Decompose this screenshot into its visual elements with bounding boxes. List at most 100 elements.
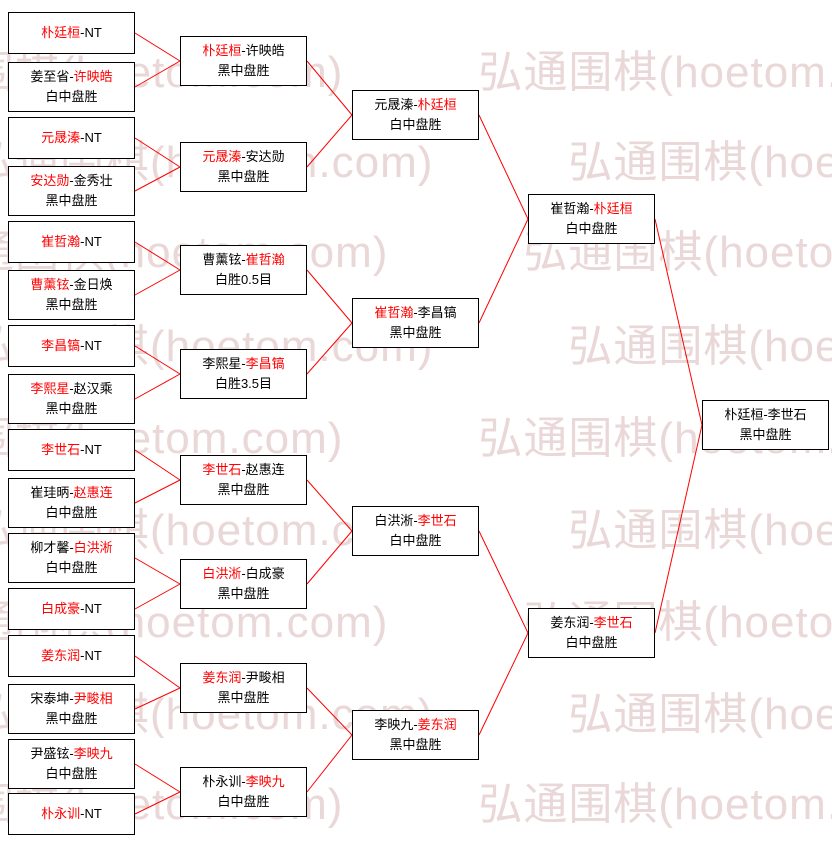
player2-name: NT (84, 234, 102, 249)
match-box-r1-15: 尹盛铉-李映九 白中盘胜 (8, 739, 135, 789)
separator: - (80, 25, 85, 40)
player2-name: 许映皓 (245, 43, 285, 58)
match-result: 白中盘胜 (389, 117, 442, 132)
match-result: 白中盘胜 (565, 635, 618, 650)
match-box-r2-1: 朴廷桓-许映皓 黑中盘胜 (180, 36, 307, 86)
match-result: 黑中盘胜 (389, 737, 442, 752)
match-result: 黑中盘胜 (45, 711, 98, 726)
separator: - (69, 540, 74, 555)
match-box-r1-10: 崔珪昞-赵惠连 白中盘胜 (8, 478, 135, 528)
player1-name: 元晟溱 (41, 130, 81, 145)
match-box-r1-5: 崔哲瀚-NT (8, 221, 135, 263)
match-players: 李昌镐-NT (11, 336, 132, 356)
match-players: 朴永训-李映九 (183, 772, 304, 792)
player1-name: 朴永训 (202, 774, 242, 789)
match-players: 姜东润-尹畯相 (183, 668, 304, 688)
player2-name: NT (84, 25, 102, 40)
player2-name: 许映皓 (73, 69, 113, 84)
player1-name: 崔哲瀚 (374, 305, 414, 320)
player2-name: 白洪淅 (73, 540, 113, 555)
match-players: 白成豪-NT (11, 599, 132, 619)
separator: - (80, 601, 85, 616)
match-box-r2-7: 姜东润-尹畯相 黑中盘胜 (180, 663, 307, 713)
player1-name: 朴廷桓 (202, 43, 242, 58)
player2-name: NT (84, 442, 102, 457)
match-box-r2-8: 朴永训-李映九 白中盘胜 (180, 767, 307, 817)
match-result: 黑中盘胜 (217, 690, 270, 705)
match-box-r3-1: 元晟溱-朴廷桓 白中盘胜 (352, 90, 479, 140)
match-box-r3-3: 白洪淅-李世石 白中盘胜 (352, 506, 479, 556)
match-players: 元晟溱-朴廷桓 (355, 95, 476, 115)
match-box-r2-5: 李世石-赵惠连 黑中盘胜 (180, 455, 307, 505)
match-players: 宋泰坤-尹畯相 (11, 689, 132, 709)
player1-name: 崔珪昞 (30, 485, 70, 500)
match-players: 柳才馨-白洪淅 (11, 538, 132, 558)
match-result: 白胜0.5目 (214, 272, 273, 287)
separator: - (69, 485, 74, 500)
player2-name: NT (84, 806, 102, 821)
match-players: 安达勋-金秀壮 (11, 171, 132, 191)
match-result: 黑中盘胜 (45, 401, 98, 416)
match-players: 崔珪昞-赵惠连 (11, 483, 132, 503)
match-players: 朴永训-NT (11, 804, 132, 824)
player1-name: 姜东润 (41, 648, 81, 663)
player1-name: 姜至省 (30, 69, 70, 84)
player1-name: 安达勋 (30, 173, 70, 188)
match-players: 李熙星-赵汉乘 (11, 379, 132, 399)
player1-name: 李映九 (374, 717, 414, 732)
separator: - (80, 442, 85, 457)
player2-name: 尹畯相 (245, 670, 285, 685)
match-result: 白中盘胜 (217, 794, 270, 809)
player2-name: 金日焕 (73, 277, 113, 292)
player2-name: 李世石 (767, 407, 807, 422)
player2-name: 李世石 (417, 513, 457, 528)
player1-name: 元晟溱 (202, 149, 242, 164)
player2-name: 朴廷桓 (417, 97, 457, 112)
player1-name: 宋泰坤 (30, 691, 70, 706)
player2-name: 李映九 (245, 774, 285, 789)
match-players: 白洪淅-白成豪 (183, 564, 304, 584)
player1-name: 朴廷桓 (724, 407, 764, 422)
match-box-r1-11: 柳才馨-白洪淅 白中盘胜 (8, 533, 135, 583)
match-players: 崔哲瀚-NT (11, 232, 132, 252)
match-result: 黑中盘胜 (739, 427, 792, 442)
match-box-r2-2: 元晟溱-安达勋 黑中盘胜 (180, 142, 307, 192)
separator: - (69, 173, 74, 188)
player2-name: 姜东润 (417, 717, 457, 732)
player1-name: 崔哲瀚 (550, 201, 590, 216)
match-players: 姜东润-李世石 (531, 613, 652, 633)
player1-name: 朴永训 (41, 806, 81, 821)
match-box-sf-1: 崔哲瀚-朴廷桓 白中盘胜 (528, 194, 655, 244)
match-players: 曹薰铉-崔哲瀚 (183, 250, 304, 270)
match-players: 李熙星-李昌镐 (183, 354, 304, 374)
separator: - (763, 407, 768, 422)
match-players: 李世石-赵惠连 (183, 460, 304, 480)
match-box-r3-4: 李映九-姜东润 黑中盘胜 (352, 710, 479, 760)
match-result: 黑中盘胜 (217, 63, 270, 78)
separator: - (80, 234, 85, 249)
player1-name: 李世石 (41, 442, 81, 457)
player1-name: 朴廷桓 (41, 25, 81, 40)
player2-name: 李世石 (593, 615, 633, 630)
match-players: 白洪淅-李世石 (355, 511, 476, 531)
player1-name: 白洪淅 (374, 513, 414, 528)
match-box-r1-3: 元晟溱-NT (8, 117, 135, 159)
player2-name: 崔哲瀚 (245, 252, 285, 267)
match-players: 崔哲瀚-李昌镐 (355, 303, 476, 323)
match-box-sf-2: 姜东润-李世石 白中盘胜 (528, 608, 655, 658)
match-players: 朴廷桓-许映皓 (183, 41, 304, 61)
match-box-r1-6: 曹薰铉-金日焕 黑中盘胜 (8, 270, 135, 320)
separator: - (69, 746, 74, 761)
player1-name: 白洪淅 (202, 566, 242, 581)
player1-name: 李熙星 (30, 381, 70, 396)
match-result: 黑中盘胜 (217, 169, 270, 184)
player2-name: 朴廷桓 (593, 201, 633, 216)
match-players: 朴廷桓-NT (11, 23, 132, 43)
match-result: 黑中盘胜 (217, 586, 270, 601)
match-box-final: 朴廷桓-李世石 黑中盘胜 (702, 400, 829, 450)
match-box-r1-14: 宋泰坤-尹畯相 黑中盘胜 (8, 684, 135, 734)
match-box-r1-9: 李世石-NT (8, 429, 135, 471)
player2-name: 金秀壮 (73, 173, 113, 188)
player1-name: 曹薰铉 (30, 277, 70, 292)
match-players: 曹薰铉-金日焕 (11, 275, 132, 295)
